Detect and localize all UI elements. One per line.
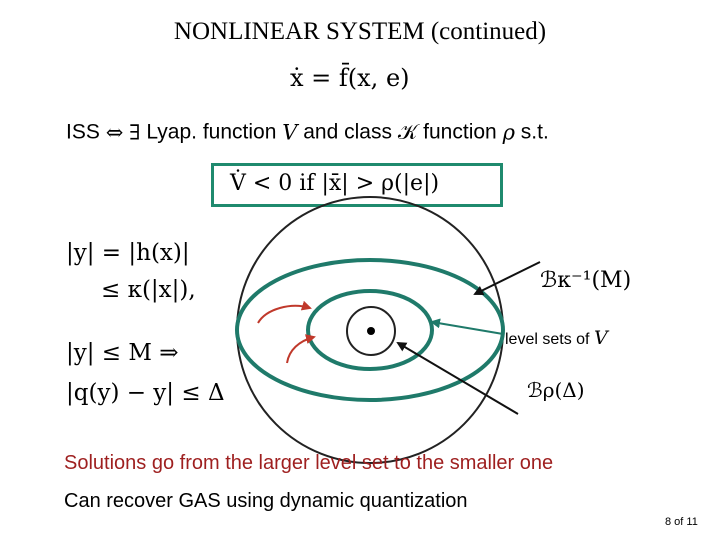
level-sets-v-symbol: V [593, 327, 608, 349]
and-class-text: and class [303, 120, 392, 144]
rho-symbol: ρ [502, 120, 515, 145]
pointer-to-level-set [430, 318, 504, 335]
lyap-text: Lyap. function [146, 120, 277, 144]
pointer-to-inner-ball [396, 341, 519, 415]
level-sets-label: level sets of V [505, 327, 608, 349]
inner-ball [346, 306, 396, 356]
iss-label: ISS [66, 120, 100, 144]
exists-symbol: ∃ [129, 120, 141, 145]
level-sets-text: level sets of [505, 331, 590, 348]
output-bound: ≤ κ(|x|), [101, 277, 196, 303]
trajectory-arrow-lower [286, 334, 316, 364]
trajectory-arrow-upper [257, 300, 312, 324]
b-rho-delta-label: ℬρ(Δ) [527, 378, 585, 402]
st-text: s.t. [520, 120, 549, 144]
large-level-set [235, 258, 505, 402]
slide-title: NONLINEAR SYSTEM (continued) [173, 18, 547, 45]
origin-dot [367, 327, 375, 335]
v-symbol: V [282, 120, 298, 145]
function-text: function [423, 120, 497, 144]
output-equation: |y| = |h(x)| [66, 240, 190, 266]
condition-text: V̇ < 0 if |x̄| > ρ(|e|) [230, 171, 440, 196]
pointer-to-outer-ball [473, 261, 541, 295]
solutions-statement: Solutions go from the larger level set t… [64, 452, 554, 474]
equiv-symbol: ⇔ [105, 120, 124, 145]
main-equation: ẋ = f̄(x, e) [290, 64, 410, 92]
k-symbol: 𝒦 [397, 120, 418, 144]
small-level-set [306, 289, 434, 371]
page-number: 8 of 11 [665, 516, 698, 528]
quantization-error-bound: |q(y) − y| ≤ Δ [66, 380, 225, 406]
range-condition: |y| ≤ M ⇒ [66, 340, 179, 366]
condition-box [211, 163, 503, 207]
gas-recovery-statement: Can recover GAS using dynamic quantizati… [64, 490, 468, 512]
iss-statement: ISS ⇔ ∃ Lyap. function V and class 𝒦 fun… [66, 120, 549, 145]
b-kappa-inverse-label: ℬκ⁻¹(M) [540, 268, 632, 293]
